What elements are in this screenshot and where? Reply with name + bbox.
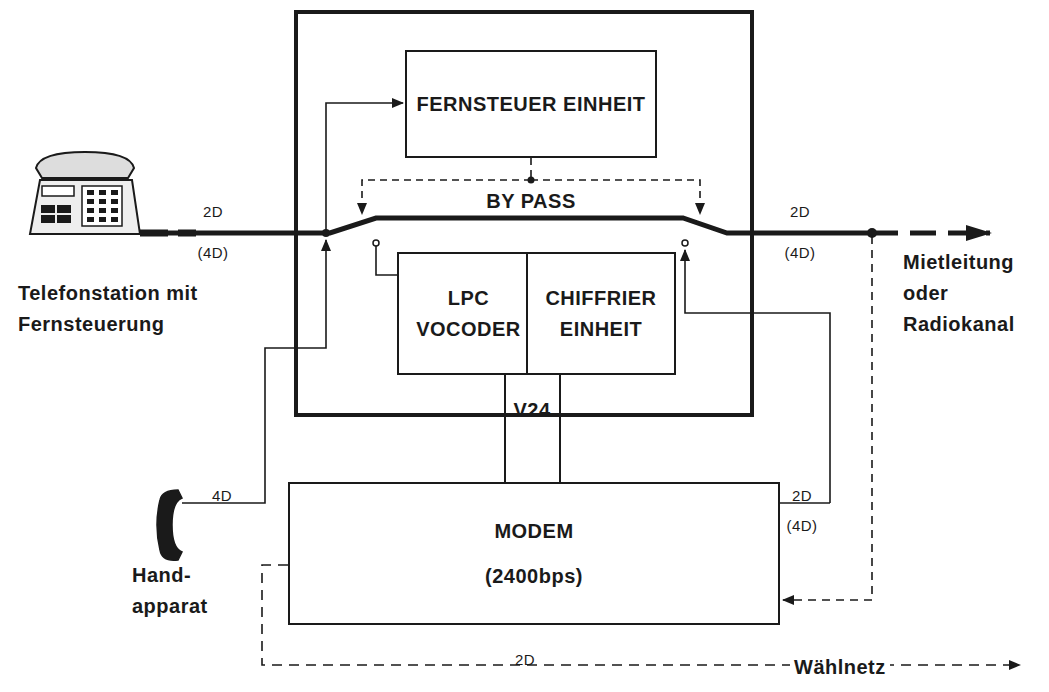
wire-count: 2D — [203, 200, 223, 223]
wire-count: 4D — [212, 484, 232, 507]
vocoder-box: LPC VOCODER — [397, 252, 540, 375]
wire-count: (4D) — [786, 514, 817, 537]
network-label: Wählnetz — [790, 655, 890, 679]
box-text: FERNSTEUER EINHEIT — [416, 89, 645, 120]
line-label: Mietleitung oder Radiokanal — [903, 247, 1038, 340]
box-text: (2400bps) — [485, 561, 583, 592]
box-text: LPC VOCODER — [399, 283, 538, 345]
interface-label: V24 — [513, 395, 550, 426]
interface-line — [559, 375, 561, 482]
handset-label: Hand- apparat — [132, 560, 217, 622]
cipher-unit-box: CHIFFRIER EINHEIT — [526, 252, 676, 375]
wire-count: 2D — [515, 648, 535, 671]
wire-count: (4D) — [197, 241, 228, 264]
station-label: Telefonstation mit Fernsteuerung — [18, 278, 233, 340]
modem-box: MODEM (2400bps) — [288, 482, 780, 625]
wire-count: 2D — [790, 200, 810, 223]
wire-count: 2D — [792, 484, 812, 507]
bypass-label: BY PASS — [486, 186, 575, 217]
box-text: MODEM — [494, 516, 573, 547]
control-unit-box: FERNSTEUER EINHEIT — [405, 50, 657, 158]
wire-count: (4D) — [784, 241, 815, 264]
interface-line — [504, 375, 506, 482]
box-text: CHIFFRIER EINHEIT — [528, 283, 674, 345]
